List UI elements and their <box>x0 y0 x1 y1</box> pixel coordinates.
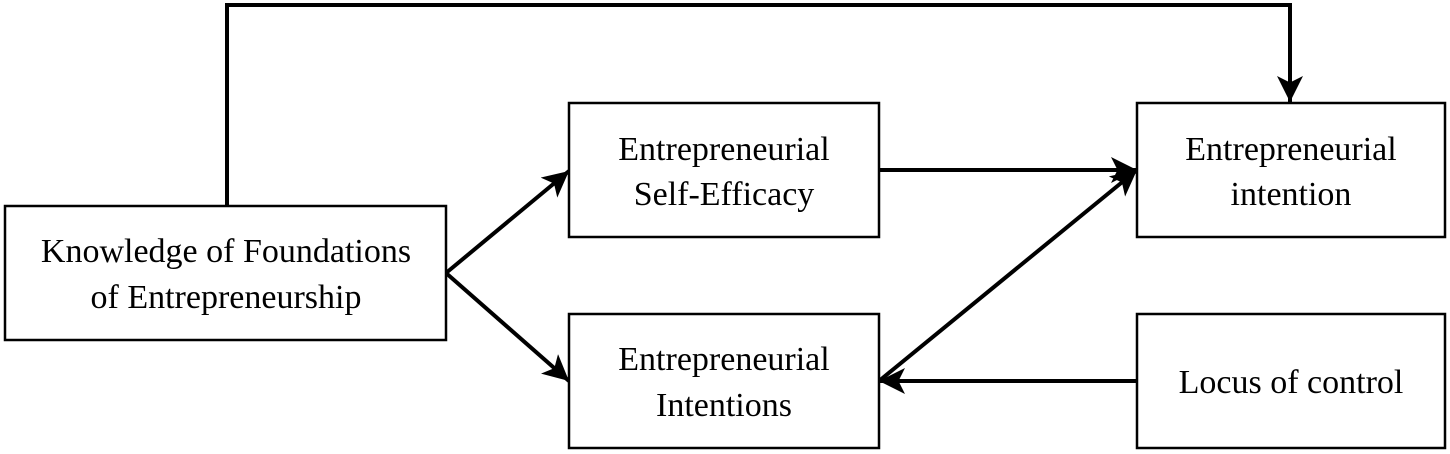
node-intention-line1: Entrepreneurial <box>1185 131 1396 168</box>
node-knowledge-line1: Knowledge of Foundations <box>41 233 411 270</box>
node-knowledge-line2: of Entrepreneurship <box>91 279 362 316</box>
node-intentions-line1: Entrepreneurial <box>618 341 829 378</box>
edges <box>225 3 1303 394</box>
node-knowledge-box <box>3 204 448 342</box>
node-intention-box <box>1135 101 1447 239</box>
edge-knowledge-to-intentions <box>444 271 571 383</box>
edge-intentions-to-intention <box>877 168 1139 383</box>
node-intention-line2: intention <box>1231 176 1352 213</box>
node-intentions-box <box>567 312 881 450</box>
node-locus-line1: Locus of control <box>1179 364 1404 401</box>
node-knowledge: Knowledge of Foundations of Entrepreneur… <box>3 204 448 342</box>
node-locus-box <box>1135 312 1447 450</box>
edge-knowledge-to-self-efficacy <box>444 169 571 275</box>
node-self-efficacy: Entrepreneurial Self-Efficacy <box>567 101 881 239</box>
node-self-efficacy-line1: Entrepreneurial <box>618 131 829 168</box>
node-intentions-line2: Intentions <box>656 387 792 424</box>
node-intentions: Entrepreneurial Intentions <box>567 312 881 450</box>
node-locus: Locus of control <box>1135 312 1447 450</box>
node-self-efficacy-line2: Self-Efficacy <box>634 176 815 213</box>
node-self-efficacy-box <box>567 101 881 239</box>
edge-knowledge-to-intention <box>225 3 1303 206</box>
node-intention: Entrepreneurial intention <box>1135 101 1447 239</box>
